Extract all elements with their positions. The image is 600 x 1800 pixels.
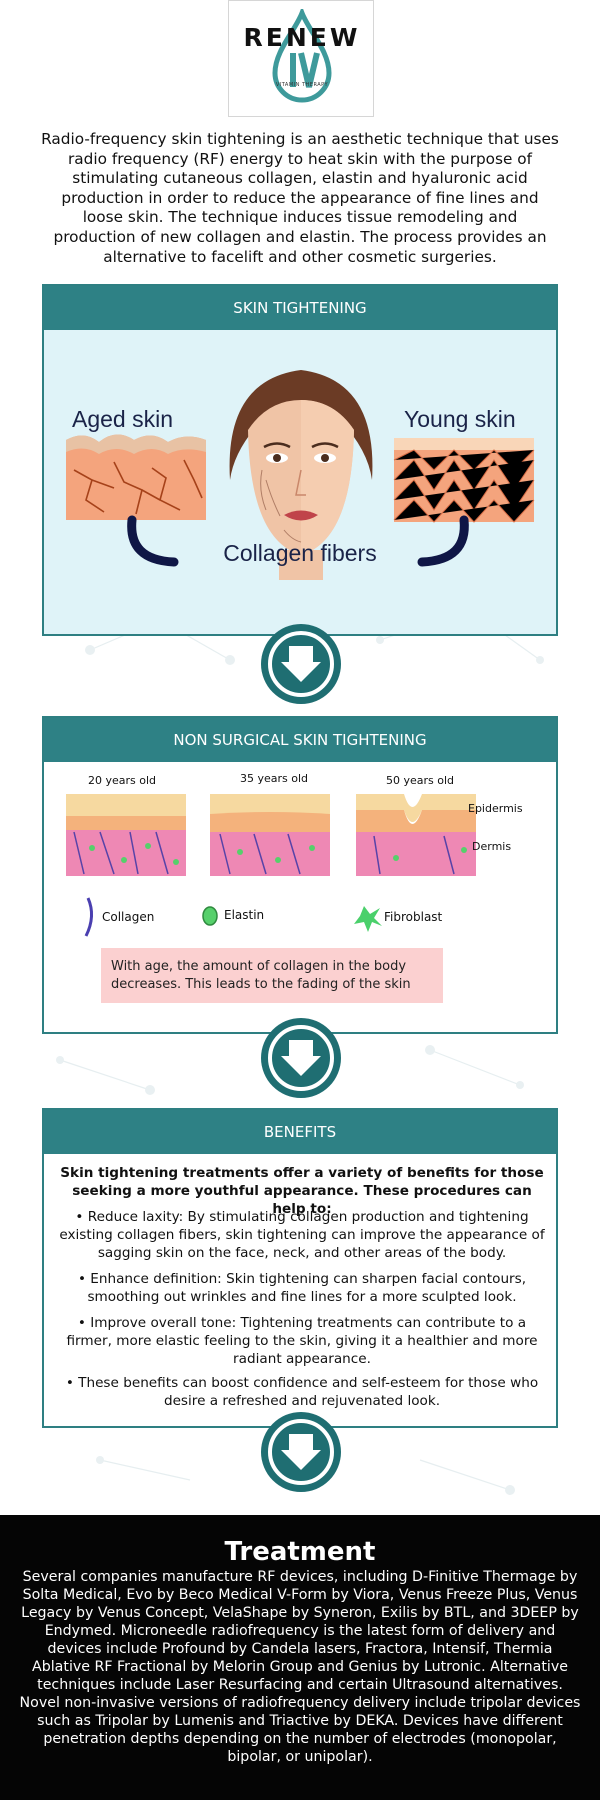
- age-label-50: 50 years old: [386, 774, 455, 787]
- young-skin-label: Young skin: [404, 406, 516, 432]
- fibroblast-icon: [354, 906, 382, 932]
- young-skin-block: [393, 438, 535, 523]
- skin-illustration: [66, 370, 535, 580]
- dermis-label: Dermis: [472, 840, 512, 853]
- benefit-item: • These benefits can boost confidence an…: [65, 1375, 539, 1409]
- age-label-20: 20 years old: [88, 774, 157, 787]
- elastin-icon: [202, 906, 218, 926]
- skin-sample-35: [210, 794, 330, 876]
- down-arrow-icon: [261, 1412, 341, 1492]
- legend-fibroblast: Fibroblast: [384, 910, 443, 924]
- down-arrow-icon: [261, 1018, 341, 1098]
- aged-skin-block: [66, 434, 206, 520]
- age-label-35: 35 years old: [240, 772, 309, 785]
- skin-layers-illustration: [66, 794, 476, 937]
- section-title: NON SURGICAL SKIN TIGHTENING: [44, 718, 556, 762]
- treatment-body: Several companies manufacture RF devices…: [19, 1569, 581, 1765]
- treatment-title: Treatment: [224, 1537, 376, 1567]
- face-illustration: [229, 370, 373, 580]
- water-drop-logo-icon: [272, 9, 332, 103]
- section-title: BENEFITS: [44, 1110, 556, 1154]
- collagen-fiber-icon: [84, 897, 93, 937]
- benefit-item: • Improve overall tone: Tightening treat…: [66, 1315, 538, 1367]
- skin-sample-50: [356, 794, 476, 876]
- collagen-fibers-label: Collagen fibers: [223, 540, 377, 566]
- treatment-section: Treatment Several companies manufacture …: [0, 1515, 600, 1800]
- benefit-item: • Reduce laxity: By stimulating collagen…: [59, 1209, 545, 1261]
- skin-tightening-panel: Aged skin Young skin: [44, 330, 556, 634]
- benefits-section: BENEFITS Skin tightening treatments offe…: [42, 1108, 558, 1428]
- skin-tightening-section: SKIN TIGHTENING Aged skin Young skin: [42, 284, 558, 636]
- logo: RENEW VITAMIN THERAPY: [228, 0, 374, 117]
- logo-subtitle: VITAMIN THERAPY: [275, 82, 329, 88]
- intro-paragraph: Radio-frequency skin tightening is an ae…: [41, 130, 559, 266]
- logo-wordmark: RENEW: [243, 23, 361, 52]
- aged-skin-label: Aged skin: [72, 406, 174, 432]
- benefit-item: • Enhance definition: Skin tightening ca…: [77, 1271, 527, 1305]
- epidermis-label: Epidermis: [468, 802, 523, 815]
- benefits-lead: Skin tightening treatments offer a varie…: [60, 1165, 544, 1217]
- section-title: SKIN TIGHTENING: [44, 286, 556, 330]
- legend-collagen: Collagen: [102, 910, 155, 924]
- non-surgical-section: NON SURGICAL SKIN TIGHTENING 20 years ol…: [42, 716, 558, 1034]
- collagen-note: With age, the amount of collagen in the …: [101, 948, 443, 1003]
- skin-sample-20: [66, 794, 186, 876]
- down-arrow-icon: [261, 624, 341, 704]
- legend-elastin: Elastin: [224, 908, 265, 922]
